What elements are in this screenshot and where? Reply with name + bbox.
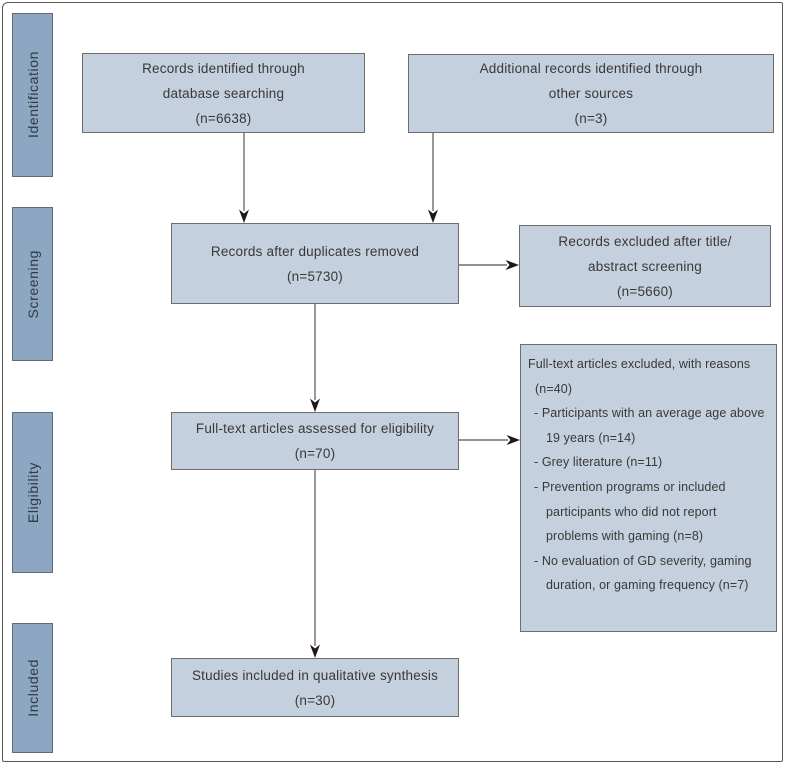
box-text-line: other sources [548, 86, 634, 101]
arrow-assessed-to-fulltext-excluded [459, 435, 520, 445]
box-count: (n=70) [294, 446, 336, 461]
box-count: (n=5660) [616, 283, 673, 299]
diagram-frame [2, 2, 783, 762]
box-count: (n=30) [294, 692, 336, 708]
stage-label-text: Eligibility [24, 461, 41, 524]
arrow-dedup-to-assessed [310, 304, 320, 412]
box-text-line: database searching [162, 85, 285, 101]
arrow-additional-to-dedup [428, 133, 438, 223]
stage-label-text: Identification [24, 51, 41, 139]
box-text-line: Additional records identified through [479, 61, 703, 76]
box-fulltext-excluded-reasons: Full-text articles excluded, with reason… [520, 344, 777, 632]
box-text-line: Studies included in qualitative synthesi… [191, 667, 439, 683]
arrow-identified-to-dedup [239, 133, 249, 223]
stage-label-screening: Screening [12, 207, 53, 361]
box-records-excluded-title-abstract: Records excluded after title/ abstract s… [519, 225, 771, 307]
stage-label-identification: Identification [12, 13, 53, 177]
arrow-dedup-to-title-excluded [459, 260, 519, 270]
box-text-line: Full-text articles assessed for eligibil… [195, 421, 435, 436]
box-text-line: abstract screening [588, 258, 702, 274]
exclusion-reason: - No evaluation of GD severity, gaming d… [534, 553, 752, 593]
box-text-line: Records identified through [142, 60, 305, 76]
stage-label-text: Included [24, 659, 41, 717]
box-additional-records: Additional records identified through ot… [408, 54, 774, 133]
box-fulltext-assessed: Full-text articles assessed for eligibil… [171, 412, 459, 470]
exclusion-count: (n=40) [535, 381, 573, 396]
stage-label-text: Screening [24, 249, 41, 319]
exclusion-reason: - Participants with an average age above… [534, 406, 765, 445]
box-studies-included: Studies included in qualitative synthesi… [171, 658, 459, 717]
box-count: (n=5730) [286, 268, 343, 284]
stage-label-included: Included [12, 623, 53, 753]
exclusion-reason: - Prevention programs or included partic… [534, 479, 726, 544]
box-records-identified: Records identified through database sear… [82, 53, 365, 133]
box-text-line: Records after duplicates removed [210, 243, 420, 259]
arrow-assessed-to-included [310, 470, 320, 658]
box-count: (n=3) [574, 111, 608, 126]
box-count: (n=6638) [195, 110, 252, 126]
exclusion-title: Full-text articles excluded, with reason… [528, 357, 751, 371]
exclusion-reason: - Grey literature (n=11) [534, 455, 663, 470]
box-text-line: Records excluded after title/ [558, 233, 732, 249]
stage-label-eligibility: Eligibility [12, 412, 53, 573]
box-duplicates-removed: Records after duplicates removed (n=5730… [171, 223, 459, 304]
